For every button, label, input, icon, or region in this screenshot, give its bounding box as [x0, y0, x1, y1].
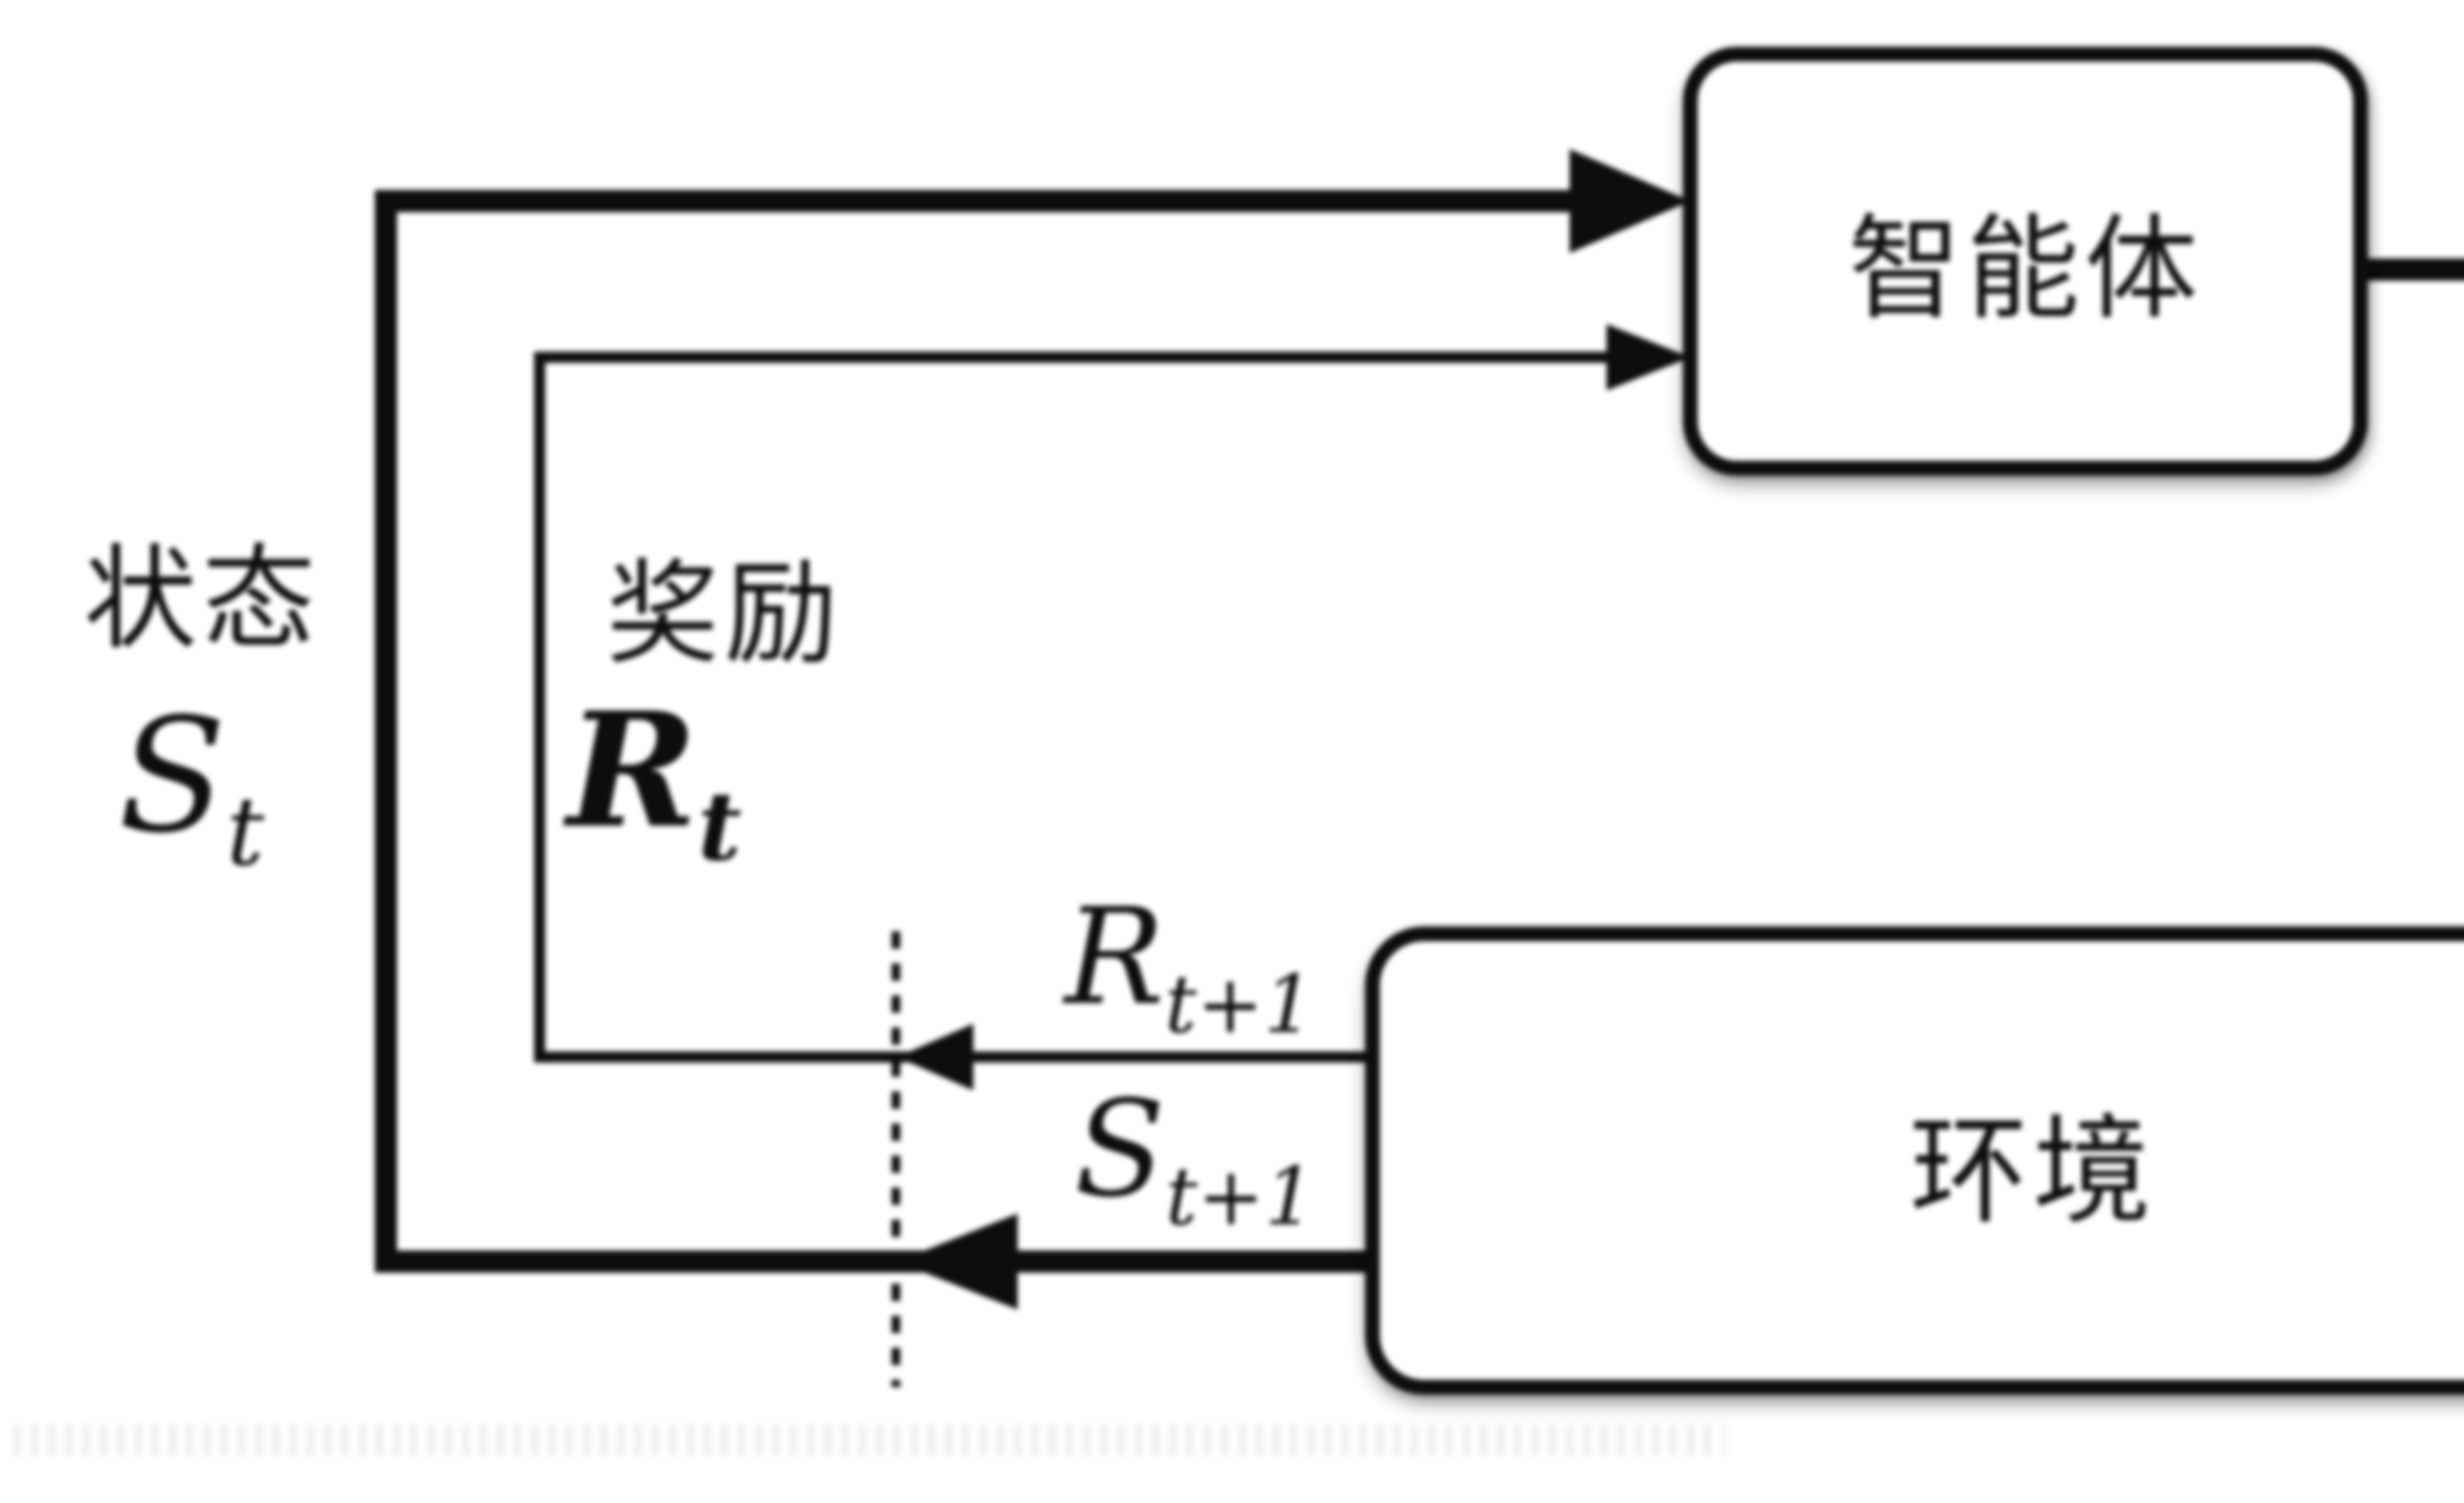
state-into-agent-arrowhead-icon	[1570, 149, 1690, 253]
reward-symbol-subscript: t	[697, 773, 742, 884]
state-next-arrowhead-icon	[897, 1213, 1018, 1310]
reward-next-arrowhead-icon	[897, 1024, 973, 1091]
agent-box-label: 智能体	[1848, 202, 2203, 335]
cropped-caption-artifact	[15, 1424, 1725, 1456]
state-next-symbol: St+1	[1074, 1083, 1315, 1237]
state-label: 状态	[84, 532, 320, 665]
reward-symbol: Rt	[567, 694, 742, 876]
agent-box: 智能体	[1683, 47, 2368, 476]
state-symbol-subscript: t	[226, 778, 265, 889]
state-next-subscript: t+1	[1165, 1150, 1315, 1244]
reward-into-agent-arrowhead-icon	[1607, 324, 1690, 391]
reward-next-letter: R	[1064, 880, 1165, 1035]
reward-next-symbol: Rt+1	[1064, 891, 1314, 1045]
state-symbol: St	[118, 700, 264, 881]
environment-box-label: 环境	[1909, 1104, 2156, 1242]
environment-box: 环境	[1365, 926, 2464, 1395]
reward-next-subscript: t+1	[1164, 957, 1315, 1052]
state-loop-line	[375, 190, 1574, 1273]
state-symbol-letter: S	[118, 687, 227, 870]
reward-label: 奖励	[606, 547, 843, 680]
state-next-letter: S	[1074, 1072, 1165, 1227]
reward-symbol-letter: R	[567, 680, 698, 865]
